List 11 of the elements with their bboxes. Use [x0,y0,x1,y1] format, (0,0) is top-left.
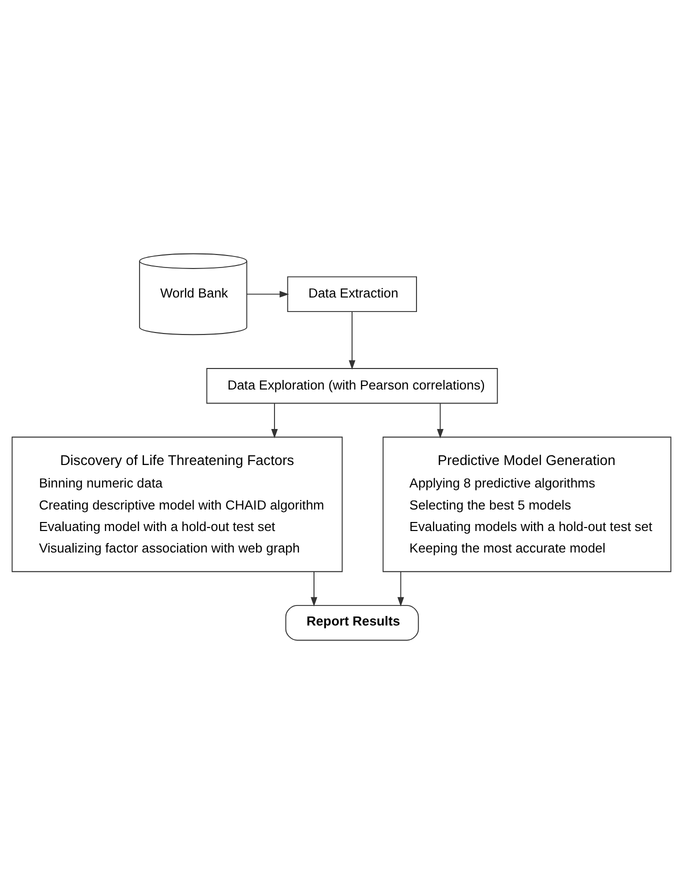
arrow [271,402,278,438]
arrow [348,311,356,370]
node-box: Report Results [285,604,419,641]
node-box: Discovery of Life Threatening Factors Binning numeric data Creating descriptive model with CHAID algorithm Evaluating model with a hold-out test set Visualizing factor association with web graph [12,436,343,572]
node-box: Data Extraction [287,276,417,312]
arrow [436,402,444,438]
node-box: Data Exploration (with Pearson correlations) [206,368,498,404]
arrow [397,571,404,607]
node-box: Predictive Model Generation Applying 8 predictive algorithms Selecting the best 5 models Evaluating models with a hold-out test set Keeping the most accurate model [382,436,672,572]
arrow [310,571,318,607]
arrow [246,290,290,298]
